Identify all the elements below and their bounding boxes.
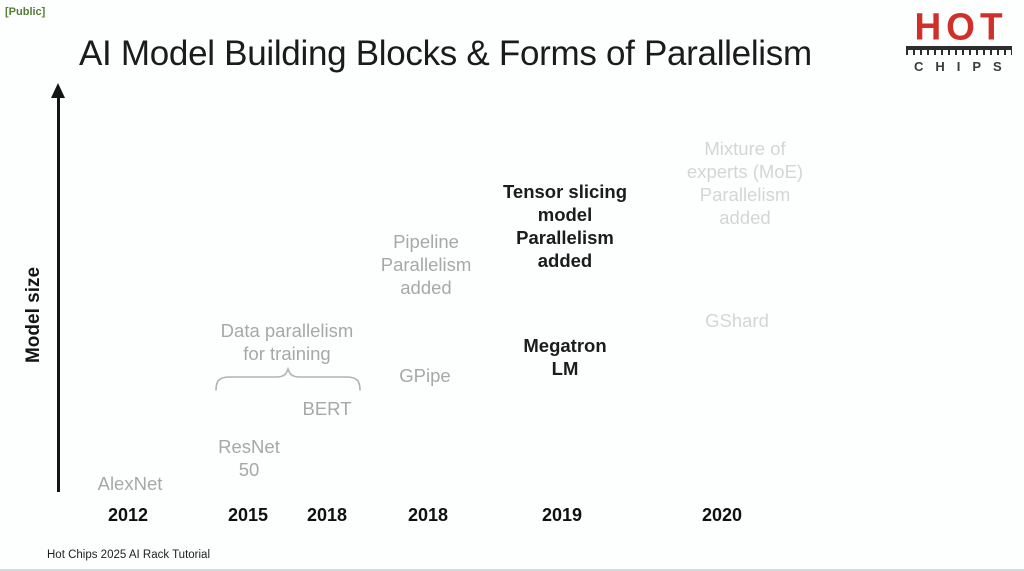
annotation-data-parallelism: Data parallelism for training [220,320,354,364]
brace-icon [215,366,361,391]
logo-ruler-bar-icon [906,46,1012,50]
data-point-bert: BERT [302,398,352,419]
hot-chips-logo: HOT CHIPS [906,8,1012,74]
y-axis-label: Model size [23,266,44,364]
data-point-resnet50: ResNet 50 [218,436,280,480]
bottom-edge-line [0,569,1024,571]
x-tick-2018-b: 2018 [407,505,449,525]
x-tick-2019: 2019 [541,505,583,525]
annotation-pipeline-parallelism: Pipeline Parallelism added [380,231,472,298]
logo-chips-text: CHIPS [914,59,1014,74]
x-tick-2012: 2012 [107,505,149,525]
data-point-alexnet: AlexNet [97,473,163,494]
logo-ruler-ticks-icon [906,50,1012,55]
footer-text: Hot Chips 2025 AI Rack Tutorial [47,549,210,561]
classification-badge: [Public] [5,6,46,18]
x-tick-2015: 2015 [227,505,269,525]
data-point-megatron-lm: Megatron LM [523,335,607,379]
x-tick-2020: 2020 [701,505,743,525]
x-tick-2018-a: 2018 [306,505,348,525]
y-axis-arrowhead-icon [51,83,65,98]
annotation-tensor-slicing: Tensor slicing model Parallelism added [502,181,628,271]
y-axis-line [57,96,60,492]
page-title: AI Model Building Blocks & Forms of Para… [79,34,812,73]
data-point-gpipe: GPipe [399,365,451,386]
annotation-moe-parallelism: Mixture of experts (MoE) Parallelism add… [686,138,804,228]
logo-hot-text: HOT [914,5,1008,48]
data-point-gshard: GShard [705,310,769,331]
